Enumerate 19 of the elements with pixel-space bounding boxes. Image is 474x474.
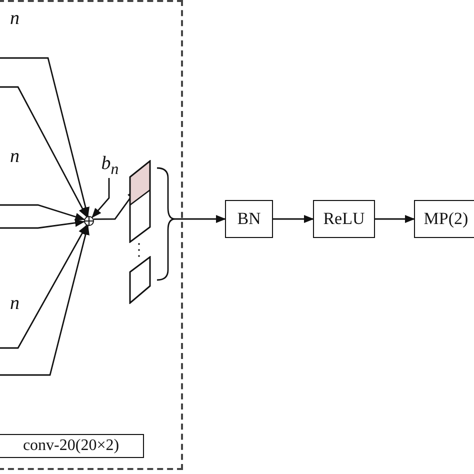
bias-label: b$_{n}$ — [101, 153, 119, 179]
weight-label: n — [10, 146, 20, 168]
arrow — [0, 86, 88, 218]
arrow — [0, 204, 86, 221]
layer-label: conv-20(20×2) — [22, 437, 120, 455]
arrow — [0, 224, 90, 376]
arrow — [0, 218, 85, 229]
layer-name: ReLU — [323, 209, 365, 229]
weight-label: n — [10, 293, 20, 315]
layer-name: MP(2) — [424, 209, 468, 229]
arrow — [0, 224, 88, 349]
dashed-group-box — [0, 0, 183, 470]
weight-label: n — [10, 8, 20, 30]
arrow — [175, 215, 226, 223]
arrow — [273, 215, 314, 223]
arrow — [375, 215, 415, 223]
layer-name: BN — [237, 209, 261, 229]
arrow — [0, 57, 90, 218]
arrow — [92, 178, 110, 218]
